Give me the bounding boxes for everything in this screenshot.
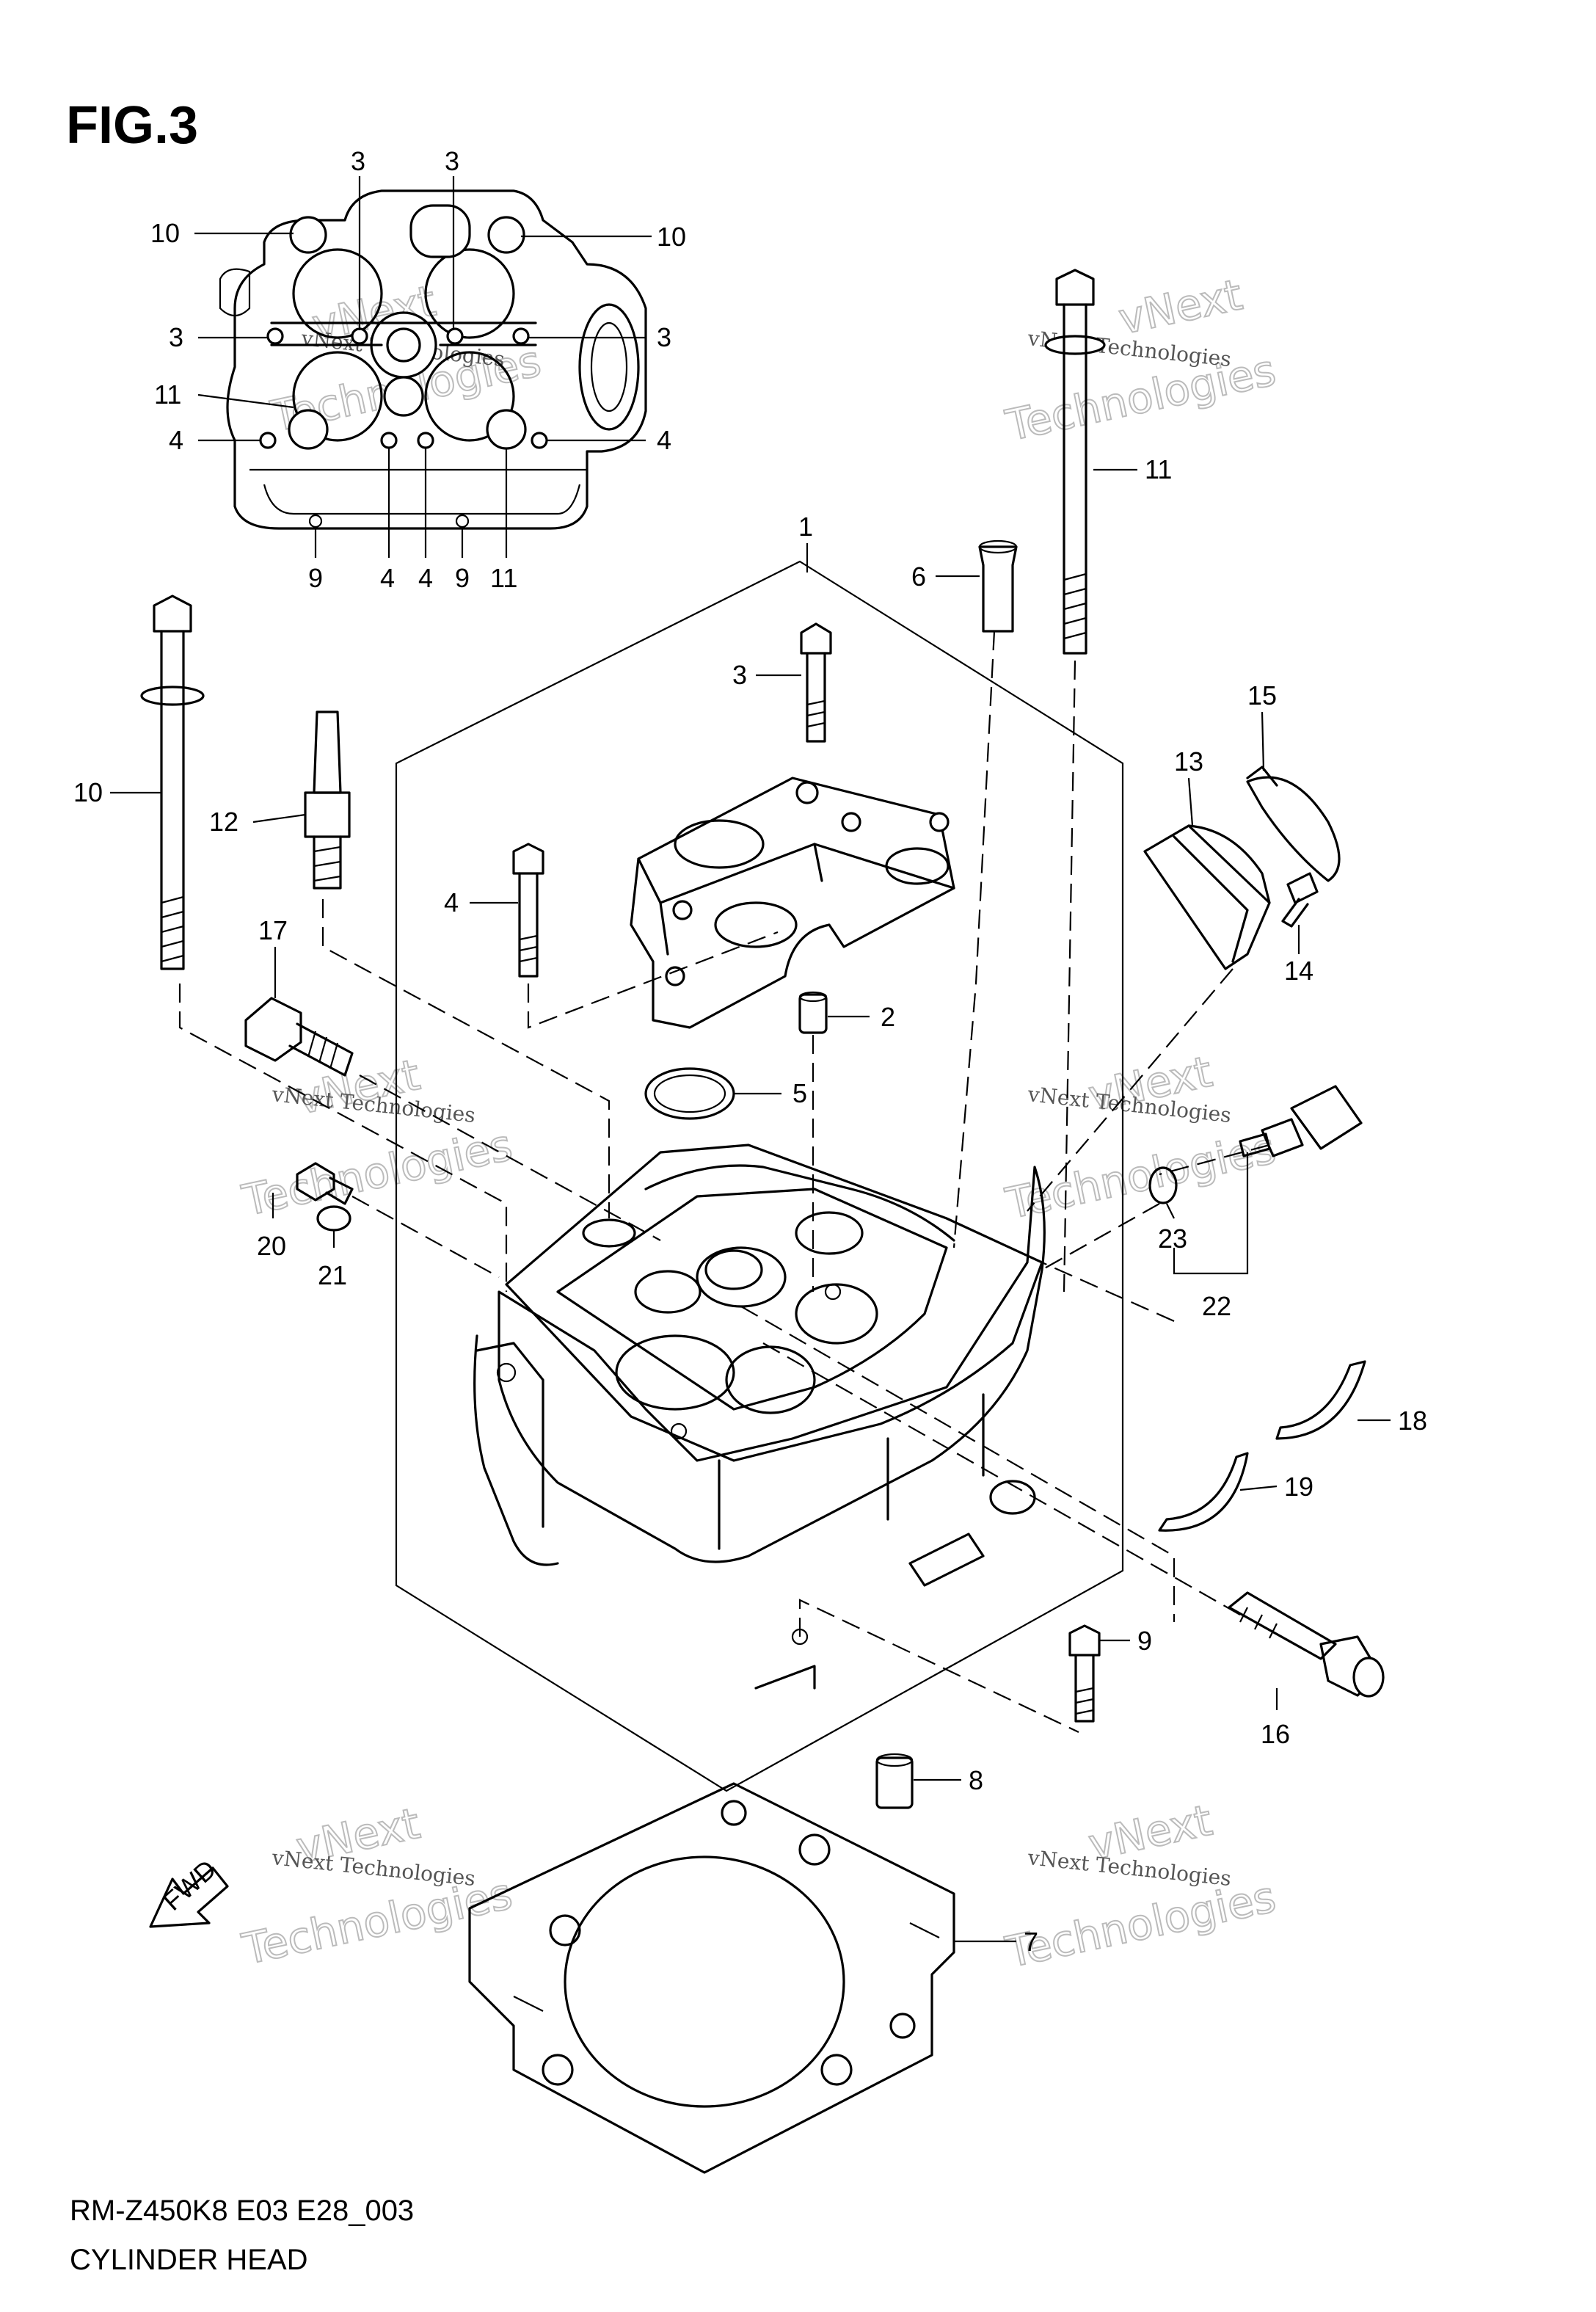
callout-17: 17 [258,915,288,945]
callout-top-3b: 3 [445,146,459,176]
callout-23: 23 [1158,1224,1187,1254]
screw-part-14 [1281,872,1319,928]
bolt-part-3 [800,622,832,743]
callout-4: 4 [444,887,459,917]
callout-top-10b: 10 [657,222,686,252]
stud-part-10 [140,595,205,970]
watermark-brand-text: vNext [1115,269,1247,344]
callout-11: 11 [1145,454,1172,484]
bolt-part-9 [1068,1624,1101,1723]
callout-19: 19 [1284,1472,1313,1502]
callout-top-4d: 4 [418,563,433,593]
assembly-outline [395,560,1124,1792]
spark-plug-part-12 [304,710,351,890]
callout-top-11a: 11 [154,379,181,410]
o-ring-part-5 [644,1067,735,1120]
callout-7: 7 [1024,1927,1038,1957]
dowel-part-8 [875,1753,914,1809]
ring-part-18 [1275,1360,1366,1440]
callout-top-9b: 9 [455,563,470,593]
callout-20: 20 [257,1231,286,1261]
sensor-part-22 [1239,1085,1363,1157]
callout-1: 1 [798,512,813,542]
callout-top-3a: 3 [351,146,365,176]
figure-name: CYLINDER HEAD [70,2244,308,2276]
watermark-mid-right: Technologies vNext [1001,1046,1281,1229]
callout-21: 21 [318,1260,347,1290]
ring-part-19 [1158,1452,1249,1532]
callout-top-10a: 10 [150,218,180,248]
callout-5: 5 [792,1078,807,1108]
callout-10: 10 [73,777,103,807]
callout-22: 22 [1202,1291,1231,1321]
forward-arrow-icon: FWD [149,1854,229,1928]
bolt-part-20 [296,1162,354,1205]
clamp-part-15 [1246,766,1341,882]
callout-top-11b: 11 [490,563,517,593]
o-ring-part-23 [1148,1166,1178,1204]
cylinder-head [473,1144,1046,1690]
top-view-head [219,189,647,530]
callout-9: 9 [1137,1626,1152,1656]
callout-15: 15 [1247,680,1277,710]
callout-3: 3 [732,660,747,690]
o-ring-inner [653,1074,726,1113]
main-leaders [110,468,1391,1943]
callout-top-3d: 3 [657,322,671,352]
callout-18: 18 [1398,1406,1427,1436]
callout-8: 8 [969,1765,983,1795]
stud-part-11 [1044,269,1106,655]
callout-16: 16 [1261,1719,1290,1749]
watermark-big-text: Technologies [1002,1872,1280,1977]
callout-top-4a: 4 [169,425,183,455]
callout-13: 13 [1174,746,1203,777]
callout-top-4c: 4 [380,563,395,593]
callout-6: 6 [911,561,926,592]
callout-14: 14 [1284,956,1313,986]
bolt-part-16 [1228,1591,1385,1698]
guide-part-6 [978,539,1018,633]
gasket-part-7 [468,1782,955,2174]
model-code: RM-Z450K8 E03 E28_003 [70,2195,414,2227]
watermark-group: Technologies vNext vNext Technologies Te… [237,269,1281,1978]
figure-title: FIG.3 [66,96,198,155]
dowel-part-2 [798,991,828,1034]
callout-12: 12 [209,807,238,837]
watermark-big-text: Technologies [238,1869,517,1974]
intake-pipe-part-13 [1143,824,1271,970]
callout-top-4b: 4 [657,425,671,455]
callout-top-3c: 3 [169,322,183,352]
camshaft-holder [630,777,955,1029]
callout-top-9a: 9 [308,563,323,593]
bolt-part-17 [244,997,354,1077]
bolt-part-4 [512,843,544,978]
washer-part-21 [316,1205,351,1232]
callout-2: 2 [881,1002,895,1032]
top-view-leaders [194,176,652,558]
